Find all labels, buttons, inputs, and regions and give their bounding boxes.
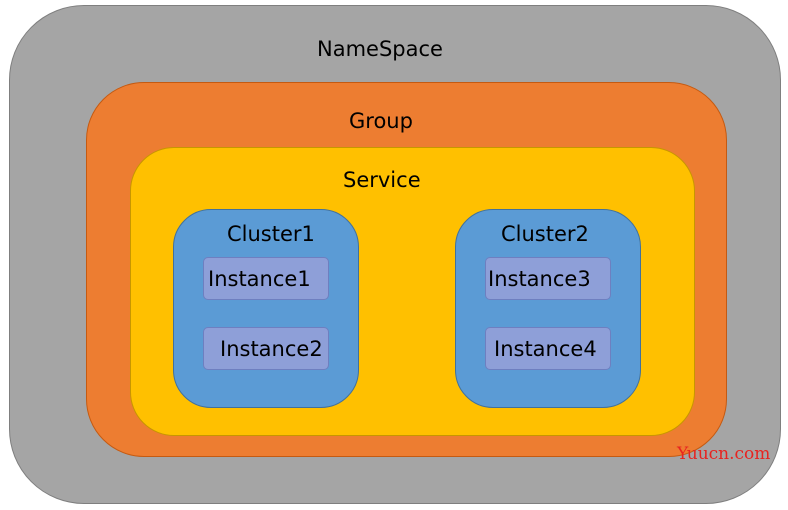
cluster2-label: Cluster2: [501, 222, 589, 246]
instance3-label: Instance3: [488, 267, 591, 291]
instance4-box: [485, 327, 611, 370]
instance3-box: [485, 257, 611, 300]
cluster1-label: Cluster1: [227, 222, 315, 246]
namespace-label: NameSpace: [317, 37, 443, 61]
instance2-box: [203, 327, 329, 370]
cluster1-box: [173, 209, 359, 408]
instance1-box: [203, 257, 329, 300]
instance4-label: Instance4: [494, 337, 597, 361]
service-label: Service: [343, 168, 421, 192]
instance2-label: Instance2: [220, 337, 323, 361]
instance1-label: Instance1: [208, 267, 311, 291]
cluster2-box: [455, 209, 641, 408]
watermark-text: Yuucn.com: [677, 444, 771, 464]
group-label: Group: [349, 109, 413, 133]
